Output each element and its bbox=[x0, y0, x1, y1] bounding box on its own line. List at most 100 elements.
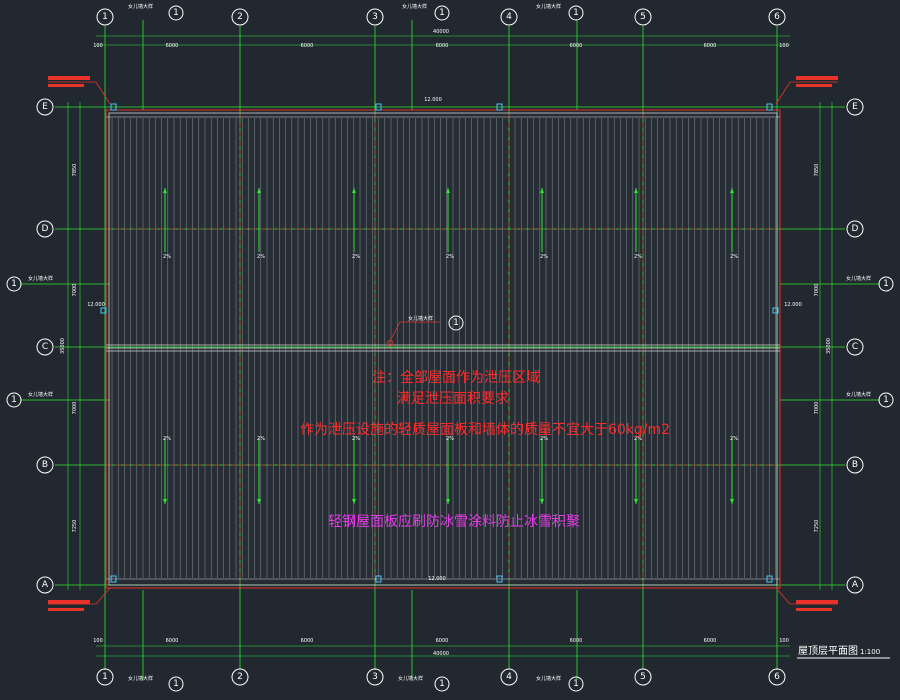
svg-text:6000: 6000 bbox=[166, 43, 179, 49]
sub-axis-bubble-left-1: 1 bbox=[6, 276, 22, 292]
slope-arrow-head bbox=[257, 499, 261, 504]
svg-text:D: D bbox=[852, 224, 859, 234]
axis-bubble-row-B-right: B bbox=[846, 456, 864, 474]
sub-axis-bubble-top-2: 1 bbox=[434, 5, 450, 21]
svg-text:1: 1 bbox=[173, 679, 179, 689]
svg-text:100: 100 bbox=[93, 638, 103, 644]
drawing-notes: 注：全部屋面作为泄压区域 满足泄压面积要求 作为泄压设施的轻质屋面板和墙体的质量… bbox=[300, 369, 670, 530]
bottom-dimensions: 100 6000 6000 6000 6000 6000 100 40000 bbox=[93, 638, 789, 657]
sub-axis-bubble-right-2: 1 bbox=[878, 392, 894, 408]
svg-text:5: 5 bbox=[640, 12, 646, 22]
svg-text:1: 1 bbox=[102, 12, 108, 22]
svg-text:屋顶层平面图: 屋顶层平面图 bbox=[798, 645, 858, 657]
axis-bubble-col-6-top: 6 bbox=[768, 8, 786, 26]
svg-text:B: B bbox=[42, 460, 48, 470]
top-dimension-lines bbox=[67, 35, 833, 657]
right-dimensions: 7850 7000 7000 7250 35000 bbox=[814, 164, 832, 533]
sub-axis-bubble-left-2: 1 bbox=[6, 392, 22, 408]
svg-text:3: 3 bbox=[372, 672, 378, 682]
axis-bubble-row-C-right: C bbox=[846, 338, 864, 356]
svg-text:7000: 7000 bbox=[72, 402, 78, 415]
axis-bubble-col-6-bottom: 6 bbox=[768, 668, 786, 686]
svg-text:100: 100 bbox=[779, 43, 789, 49]
wall-labels: 女儿墙大样 女儿墙大样 女儿墙大样 女儿墙大样 女儿墙大样 女儿墙大样 女儿墙大… bbox=[28, 3, 871, 682]
slope-arrow-head bbox=[540, 188, 544, 193]
sub-axis-bubble-right-1: 1 bbox=[878, 276, 894, 292]
axis-bubble-col-2-bottom: 2 bbox=[231, 668, 249, 686]
svg-text:1: 1 bbox=[439, 679, 445, 689]
slope-arrow-head bbox=[730, 188, 734, 193]
svg-text:5: 5 bbox=[640, 672, 646, 682]
svg-text:12.000: 12.000 bbox=[424, 97, 442, 103]
sub-axis-bubbles: 1 1 1 1 1 1 1 1 1 1 1 bbox=[6, 5, 894, 692]
svg-text:1: 1 bbox=[883, 395, 889, 405]
slope-label: 2% bbox=[163, 254, 171, 260]
slope-arrow-head bbox=[540, 499, 544, 504]
svg-text:12.000: 12.000 bbox=[87, 302, 105, 308]
svg-text:女儿墙大样: 女儿墙大样 bbox=[402, 3, 427, 10]
svg-text:100: 100 bbox=[779, 638, 789, 644]
svg-text:D: D bbox=[42, 224, 49, 234]
svg-text:1: 1 bbox=[883, 279, 889, 289]
axis-bubble-col-5-top: 5 bbox=[634, 8, 652, 26]
slope-arrow-head bbox=[730, 499, 734, 504]
svg-text:女儿墙大样: 女儿墙大样 bbox=[398, 675, 423, 682]
svg-text:35000: 35000 bbox=[60, 338, 66, 354]
sub-axis-bubble-top-1: 1 bbox=[168, 5, 184, 21]
svg-text:7250: 7250 bbox=[814, 520, 820, 533]
svg-text:女儿墙大样: 女儿墙大样 bbox=[128, 3, 153, 10]
note-line-3: 作为泄压设施的轻质屋面板和墙体的质量不宜大于60kg/m2 bbox=[300, 422, 670, 438]
drawing-title: 屋顶层平面图 1:100 bbox=[797, 645, 890, 659]
svg-text:35000: 35000 bbox=[826, 338, 832, 354]
axis-bubble-col-1-bottom: 1 bbox=[96, 668, 114, 686]
svg-text:3: 3 bbox=[372, 12, 378, 22]
svg-text:女儿墙大样: 女儿墙大样 bbox=[536, 3, 561, 10]
svg-text:7000: 7000 bbox=[72, 284, 78, 297]
slope-label: 2% bbox=[352, 254, 360, 260]
svg-text:1: 1 bbox=[573, 8, 579, 18]
svg-text:100: 100 bbox=[93, 43, 103, 49]
svg-text:E: E bbox=[852, 102, 858, 112]
svg-text:女儿墙大样: 女儿墙大样 bbox=[846, 275, 871, 282]
slope-arrow-head bbox=[446, 499, 450, 504]
svg-text:40000: 40000 bbox=[433, 29, 449, 35]
svg-text:1: 1 bbox=[439, 8, 445, 18]
svg-text:1: 1 bbox=[573, 679, 579, 689]
slope-label: 2% bbox=[634, 254, 642, 260]
axis-bubble-col-1-top: 1 bbox=[96, 8, 114, 26]
axis-bubble-col-5-bottom: 5 bbox=[634, 668, 652, 686]
svg-text:6000: 6000 bbox=[704, 43, 717, 49]
note-line-2: 满足泄压面积要求 bbox=[397, 391, 509, 407]
svg-text:6000: 6000 bbox=[704, 638, 717, 644]
svg-text:1: 1 bbox=[453, 318, 459, 328]
svg-text:7250: 7250 bbox=[72, 520, 78, 533]
axis-bubble-row-C-left: C bbox=[36, 338, 54, 356]
svg-text:1: 1 bbox=[102, 672, 108, 682]
svg-text:2: 2 bbox=[237, 672, 243, 682]
svg-text:6000: 6000 bbox=[436, 43, 449, 49]
svg-text:7000: 7000 bbox=[814, 284, 820, 297]
sub-axis-bubble-bottom-3: 1 bbox=[568, 676, 584, 692]
slope-label: 2% bbox=[730, 436, 738, 442]
slope-arrows: 2%2%2%2%2%2%2%2%2%2%2%2%2%2% bbox=[163, 188, 738, 504]
slope-label: 2% bbox=[634, 436, 642, 442]
svg-text:C: C bbox=[852, 342, 858, 352]
slope-arrow-head bbox=[163, 499, 167, 504]
slope-arrow-head bbox=[634, 499, 638, 504]
svg-text:6: 6 bbox=[774, 12, 780, 22]
svg-text:2: 2 bbox=[237, 12, 243, 22]
slope-arrow-head bbox=[634, 188, 638, 193]
svg-text:B: B bbox=[852, 460, 858, 470]
slope-label: 2% bbox=[352, 436, 360, 442]
svg-text:1:100: 1:100 bbox=[860, 648, 880, 656]
downpipe-markers bbox=[100, 103, 779, 583]
slope-arrow-head bbox=[352, 499, 356, 504]
left-dimensions: 7850 7000 7000 7250 35000 bbox=[60, 164, 78, 533]
svg-text:7000: 7000 bbox=[814, 402, 820, 415]
svg-text:6000: 6000 bbox=[436, 638, 449, 644]
note-line-4: 轻钢屋面板应刷防冰雪涂料防止冰雪积聚 bbox=[328, 513, 580, 530]
slope-label: 2% bbox=[257, 436, 265, 442]
axis-bubble-row-D-right: D bbox=[846, 220, 864, 238]
svg-text:1: 1 bbox=[173, 8, 179, 18]
